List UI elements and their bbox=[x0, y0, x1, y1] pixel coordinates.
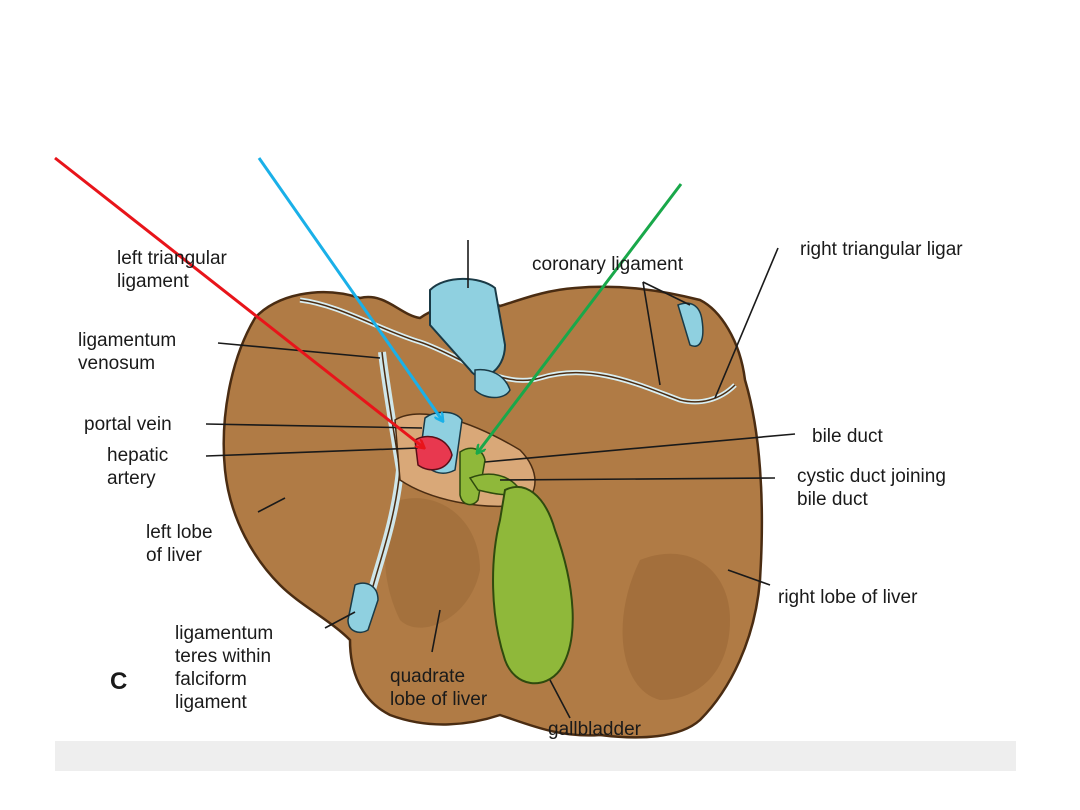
label-right-lobe: right lobe of liver bbox=[778, 587, 918, 608]
vena-cava-lower bbox=[474, 368, 511, 399]
ligamentum-teres bbox=[347, 582, 379, 633]
label-bile-duct: bile duct bbox=[812, 426, 883, 447]
leader-lines bbox=[205, 240, 796, 719]
label-cystic-duct: cystic duct joining bile duct bbox=[797, 466, 946, 510]
blue-arrow bbox=[257, 157, 442, 420]
label-ligamentum-venosum: ligamentum venosum bbox=[78, 330, 177, 374]
label-gallbladder: gallbladder bbox=[548, 719, 641, 740]
green-arrow bbox=[478, 183, 683, 452]
label-right-triangular-ligament: right triangular ligar bbox=[800, 239, 963, 260]
red-arrow bbox=[54, 156, 423, 447]
label-quadrate-lobe: quadrate lobe of liver bbox=[390, 666, 488, 710]
label-left-triangular-ligament: left triangular ligament bbox=[117, 248, 227, 292]
panel-letter: C bbox=[110, 668, 128, 695]
label-coronary-ligament: coronary ligament bbox=[532, 254, 684, 275]
lobe-shading-2 bbox=[385, 498, 480, 628]
label-left-lobe: left lobe of liver bbox=[146, 522, 213, 566]
label-portal-vein: portal vein bbox=[84, 414, 172, 435]
bottom-strip bbox=[55, 741, 1016, 771]
label-ligamentum-teres: ligamentum teres within falciform ligame… bbox=[175, 623, 274, 713]
label-hepatic-artery: hepatic artery bbox=[107, 445, 169, 489]
lobe-shading bbox=[622, 553, 730, 700]
gallbladder bbox=[492, 485, 574, 685]
